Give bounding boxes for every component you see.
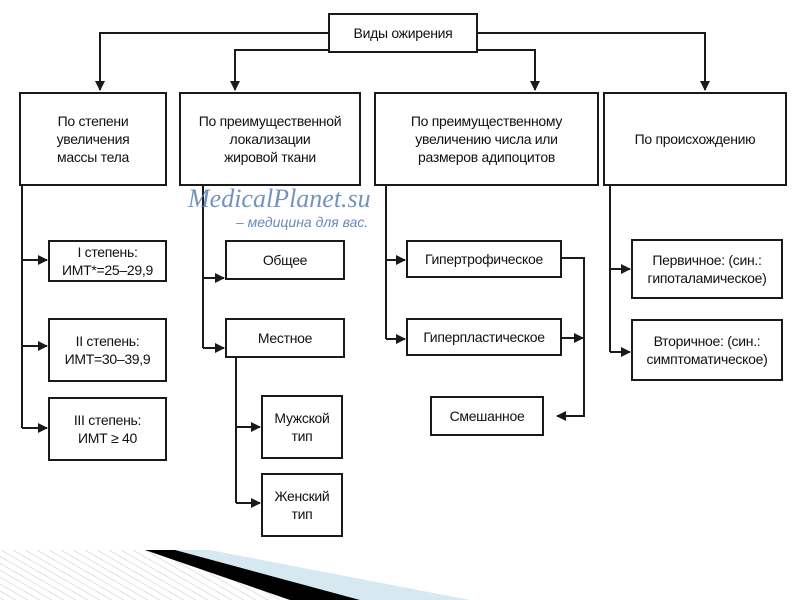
root-box: Виды ожирения — [328, 13, 478, 53]
connector-root-cat4 — [478, 32, 710, 91]
black-band — [145, 550, 360, 600]
category-localization: По преимущественной локализации жировой … — [179, 92, 361, 186]
footer-decoration — [0, 550, 470, 600]
category-adipocytes: По преимущественному увеличению числа ил… — [374, 92, 599, 186]
primary-box: Первичное: (син.: гипоталамическое) — [631, 239, 783, 299]
female-type-box: Женский тип — [261, 473, 343, 537]
degree-1-box: I степень: ИМТ*=25–29,9 — [48, 240, 167, 282]
light-blue-band — [175, 550, 470, 600]
hatched-band — [0, 550, 290, 600]
connector-root-cat2 — [230, 49, 330, 91]
watermark-title: MedicalPlanet.su — [188, 184, 371, 213]
category-mass-degree: По степени увеличения массы тела — [19, 92, 167, 186]
hyperplastic-box: Гиперпластическое — [406, 318, 562, 356]
connector-root-cat1 — [95, 32, 330, 91]
degree-3-box: III степень: ИМТ ≥ 40 — [48, 397, 167, 461]
local-box: Местное — [225, 318, 345, 358]
mixed-box: Смешанное — [430, 396, 544, 436]
secondary-box: Вторичное: (син.: симптоматическое) — [631, 319, 783, 381]
watermark-subtitle: – медицина для вас. — [236, 214, 369, 230]
male-type-box: Мужской тип — [261, 395, 343, 459]
general-box: Общее — [225, 240, 345, 280]
degree-2-box: II степень: ИМТ=30–39,9 — [48, 318, 167, 382]
category-origin: По происхождению — [603, 92, 787, 186]
hypertrophic-box: Гипертрофическое — [406, 240, 562, 278]
connector-root-cat3 — [478, 49, 540, 91]
connector-hypertrophic-mixed — [556, 257, 585, 421]
